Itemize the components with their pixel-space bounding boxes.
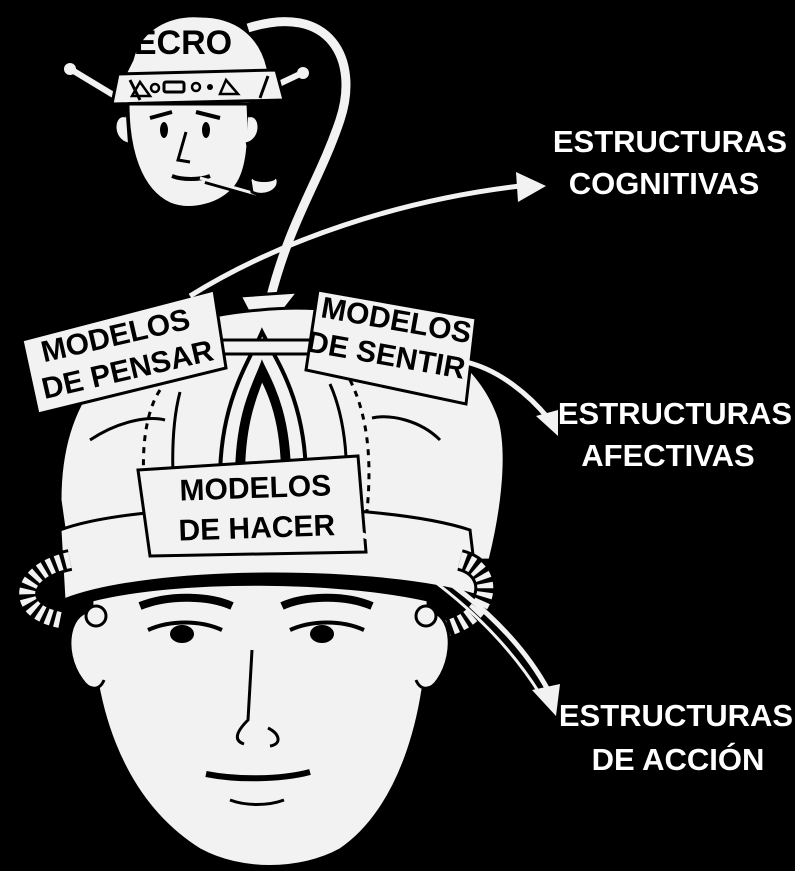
- arrow-action: [359, 531, 560, 716]
- structure-cognitive-line1: ESTRUCTURAS: [553, 124, 787, 159]
- banner-hacer: [136, 454, 368, 558]
- banner-pensar: [20, 288, 228, 416]
- structure-cognitive-line2: COGNITIVAS: [569, 166, 760, 201]
- small-head: [64, 14, 309, 209]
- structure-action-line2: DE ACCIÓN: [592, 741, 765, 777]
- arrow-affective: [465, 359, 558, 436]
- structure-action-line1: ESTRUCTURAS: [559, 698, 793, 733]
- structure-affective-line2: AFECTIVAS: [581, 438, 754, 473]
- structure-affective-line1: ESTRUCTURAS: [558, 396, 792, 431]
- model-doing-line1: MODELOS: [179, 469, 332, 507]
- hat-label: ECRO: [134, 24, 232, 62]
- model-doing-line2: DE HACER: [178, 509, 336, 547]
- arrow-cognitive: [188, 172, 546, 299]
- banner-sentir: [304, 288, 478, 406]
